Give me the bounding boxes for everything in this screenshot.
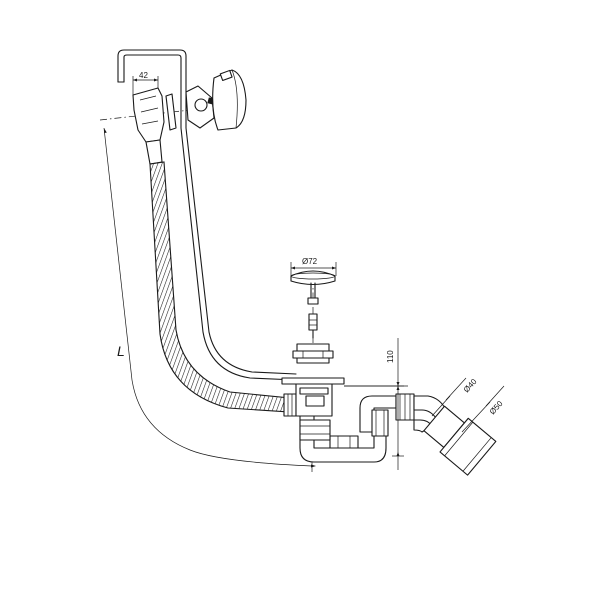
outlet-adaptor	[423, 405, 497, 476]
dimension-72: Ø72	[290, 257, 337, 276]
waste-trap	[283, 383, 447, 463]
plug-spindle	[308, 313, 318, 339]
dimension-72-label: Ø72	[302, 257, 318, 266]
overflow-spout	[117, 49, 187, 129]
drain-cover	[290, 270, 336, 305]
flexible-hose	[149, 161, 291, 413]
overflow-head	[132, 69, 247, 165]
waste-flange	[292, 343, 334, 364]
dimension-110: 110	[344, 338, 404, 470]
overflow-pipe	[180, 127, 297, 381]
dimension-110-label: 110	[386, 350, 395, 363]
dimension-42-label: 42	[139, 71, 148, 80]
dimension-length: L	[103, 127, 316, 472]
dimension-length-label: L	[117, 343, 125, 359]
dimension-42: 42	[132, 71, 159, 95]
